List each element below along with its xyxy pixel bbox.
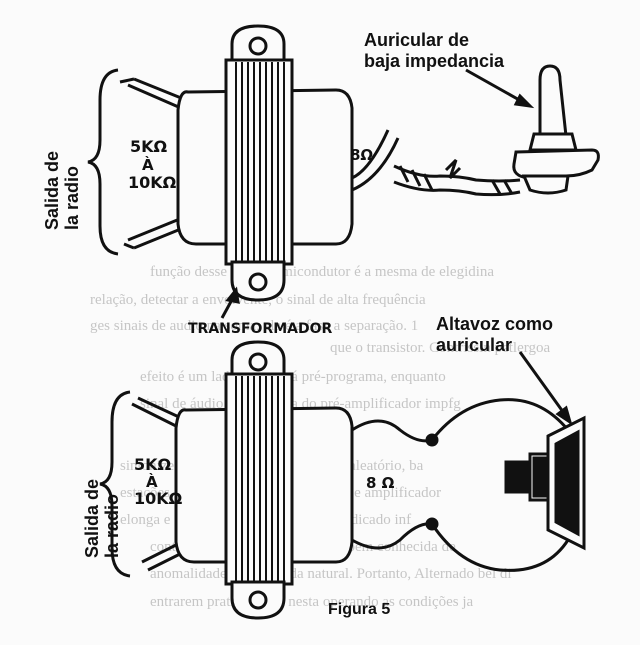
loudspeaker-icon xyxy=(504,415,586,551)
top-side-label-line2: la radio xyxy=(62,166,82,230)
bottom-side-label-line1: Salida de xyxy=(82,479,102,558)
bottom-brace xyxy=(99,390,131,578)
bottom-circuit xyxy=(99,340,586,620)
bottom-primary-impedance-1: 5KΩ xyxy=(134,455,172,474)
bottom-secondary-impedance: 8 Ω xyxy=(366,474,395,492)
figure-caption: Figura 5 xyxy=(328,601,390,618)
earphone-pointer-arrow xyxy=(465,68,535,109)
bottom-output-wires xyxy=(351,398,570,572)
top-primary-impedance-2: À xyxy=(142,155,154,174)
bleed-line: anomalidade nas cores da natural. Portan… xyxy=(150,566,512,582)
top-side-label: Salida de la radio xyxy=(42,151,82,230)
top-output-cable xyxy=(351,129,521,197)
bottom-primary-impedance-2: À xyxy=(146,472,158,491)
top-brace xyxy=(87,68,119,256)
bleed-line: sinal de áudio para a saída do pré-ampli… xyxy=(140,396,461,412)
upper-junction-dot xyxy=(425,433,439,447)
top-side-label-line1: Salida de xyxy=(42,151,62,230)
transformer-pointer-arrow xyxy=(220,286,240,319)
top-primary-impedance-3: 10KΩ xyxy=(128,173,177,192)
bleed-line: que o transistor. Contrissin petlergoa xyxy=(330,340,550,356)
bleed-line: ges sinais de audio na soma, ela é a fas… xyxy=(90,318,418,334)
earphone-icon xyxy=(512,64,600,195)
speaker-label-line1: Altavoz como xyxy=(436,314,553,334)
bottom-core-laminations xyxy=(235,376,285,582)
top-core-laminations xyxy=(235,62,285,262)
earphone-label-line2: baja impedancia xyxy=(364,51,505,71)
lower-junction-dot xyxy=(425,517,439,531)
top-secondary-impedance: 8Ω xyxy=(350,146,373,164)
bottom-side-label: Salida de la radio xyxy=(82,479,122,558)
bleed-line: entrarem praticamente nesta operando as … xyxy=(150,594,474,610)
bottom-primary-impedance-3: 10KΩ xyxy=(134,489,183,508)
earphone-label-line1: Auricular de xyxy=(364,30,469,50)
bleed-line: função desse diodo semicondutor é a mesm… xyxy=(150,264,494,280)
top-circuit xyxy=(87,24,600,319)
bottom-side-label-line2: la radio xyxy=(102,494,122,558)
transformer-label: TRANSFORMADOR xyxy=(188,321,332,337)
speaker-label-line2: auricular xyxy=(436,335,512,355)
speaker-pointer-arrow xyxy=(518,351,573,426)
top-primary-impedance-1: 5KΩ xyxy=(130,137,168,156)
